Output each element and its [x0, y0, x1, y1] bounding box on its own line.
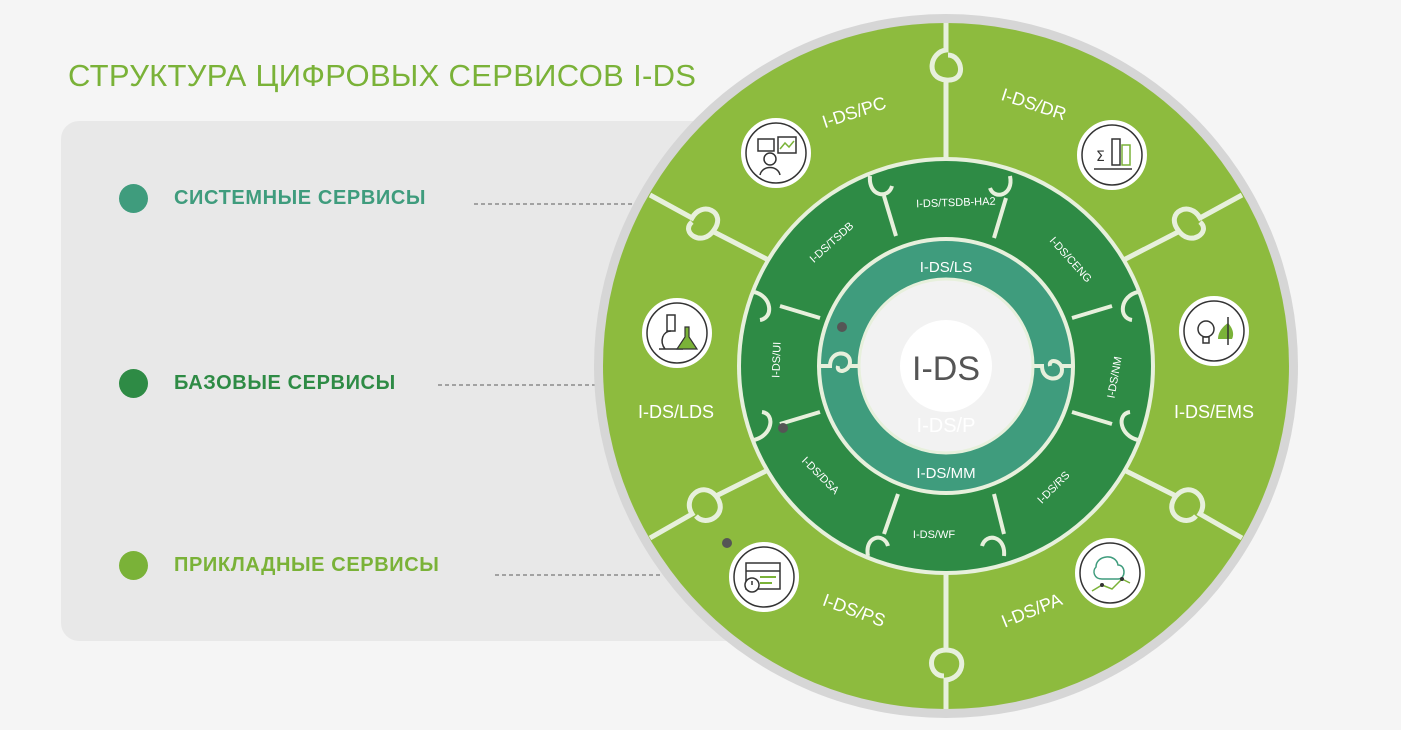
lab-microscope-icon	[640, 296, 714, 370]
leader-line-applied	[495, 542, 728, 576]
label-wf: I-DS/WF	[913, 529, 955, 541]
calendar-schedule-icon	[727, 540, 801, 614]
separator-nm-rs	[1071, 410, 1139, 442]
legend-label-applied: ПРИКЛАДНЫЕ СЕРВИСЫ	[174, 554, 440, 576]
separator-ceng-nm	[1071, 290, 1139, 322]
connector-dot-base	[778, 423, 788, 433]
label-lds: I-DS/LDS	[638, 402, 714, 422]
calculation-tank-icon: Σ	[1075, 118, 1149, 192]
legend-label-system: СИСТЕМНЫЕ СЕРВИСЫ	[174, 187, 427, 209]
separator-tsdb-ha2	[867, 175, 898, 237]
label-p: I-DS/P	[917, 415, 976, 437]
separator-inner-right	[1030, 359, 1071, 381]
middle-separators	[753, 175, 1139, 557]
inner-separators	[821, 351, 1071, 381]
separator-dsa-ui	[753, 410, 821, 442]
label-ems: I-DS/EMS	[1174, 402, 1254, 422]
label-mm: I-DS/MM	[916, 465, 975, 482]
core-border	[857, 277, 1035, 455]
energy-bulb-icon	[1177, 294, 1251, 368]
separator-wf-dsa	[865, 493, 900, 557]
legend-dot-system	[119, 184, 148, 213]
core-center	[900, 320, 992, 412]
brain-analytics-icon	[1073, 536, 1147, 610]
legend-item-system: СИСТЕМНЫЕ СЕРВИСЫ	[119, 184, 426, 213]
separator-rs-wf	[980, 493, 1007, 557]
page-title: СТРУКТУРА ЦИФРОВЫХ СЕРВИСОВ I-DS	[68, 58, 697, 93]
separator-ui-tsdb	[753, 290, 821, 322]
legend-item-base: БАЗОВЫЕ СЕРВИСЫ	[119, 369, 396, 398]
connector-dot-system	[837, 322, 847, 332]
svg-text:Σ: Σ	[1096, 149, 1105, 165]
operator-monitor-icon	[739, 116, 813, 190]
label-tsdb-ha2: I-DS/TSDB-HA2	[916, 196, 996, 211]
legend-label-base: БАЗОВЫЕ СЕРВИСЫ	[174, 372, 396, 394]
core-label: I-DS	[912, 350, 980, 388]
label-ls: I-DS/LS	[920, 259, 973, 276]
connector-dot-applied	[722, 538, 732, 548]
legend-item-applied: ПРИКЛАДНЫЕ СЕРВИСЫ	[119, 551, 439, 580]
label-ui: I-DS/UI	[770, 342, 783, 378]
separator-ha2-ceng	[988, 175, 1013, 239]
legend-dot-applied	[119, 551, 148, 580]
legend-dot-base	[119, 369, 148, 398]
